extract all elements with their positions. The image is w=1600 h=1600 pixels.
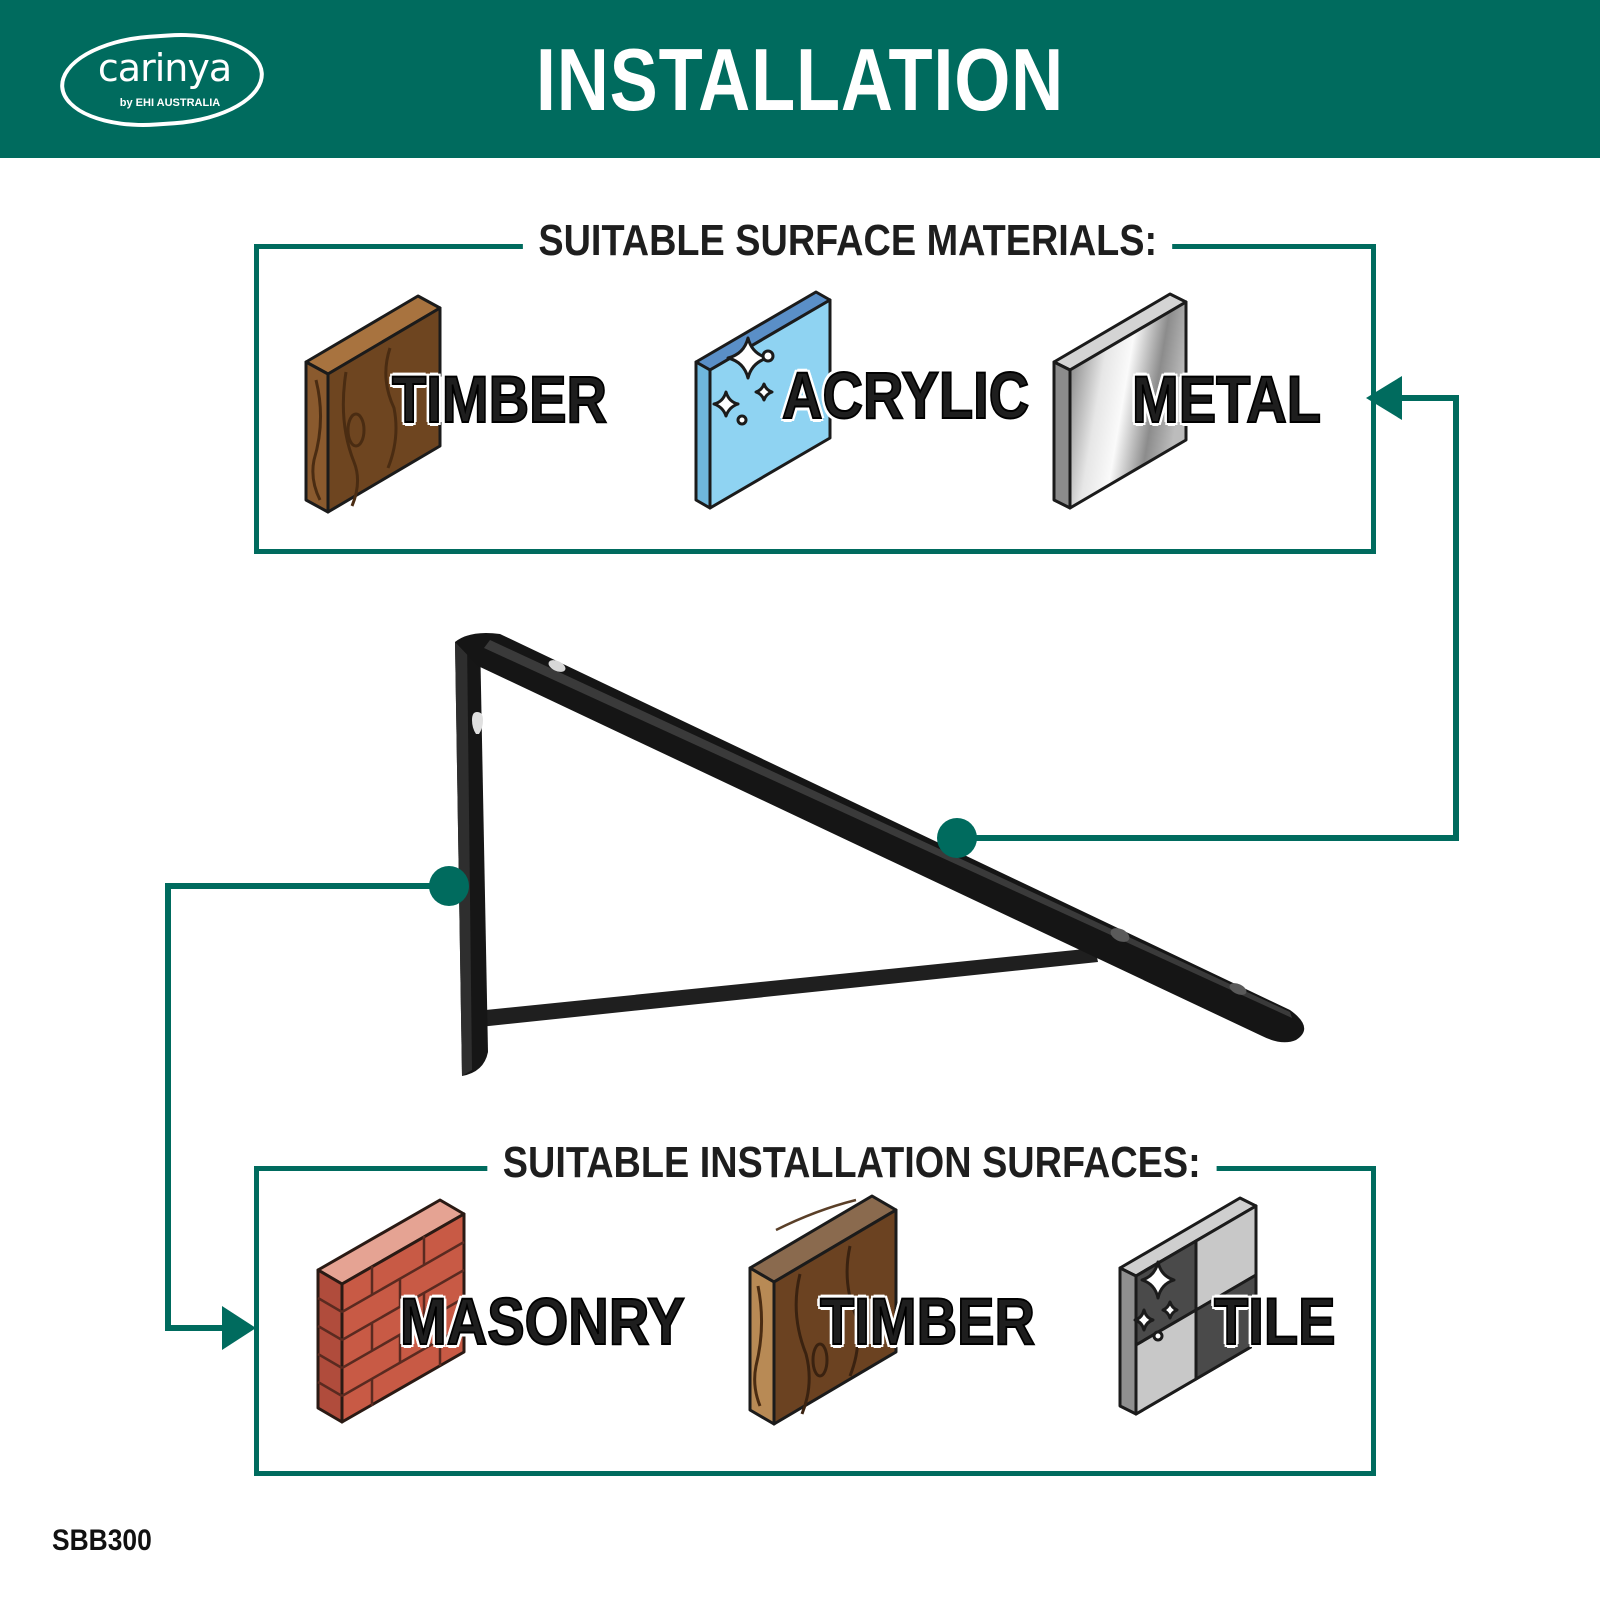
material-label-metal: METAL — [1131, 362, 1322, 436]
arrow-head-surfaces — [222, 1306, 256, 1350]
surface-label-tile: TILE — [1213, 1284, 1336, 1358]
brick-wall-icon — [316, 1198, 466, 1424]
connector-to-surfaces — [165, 883, 447, 1331]
material-label-acrylic: ACRYLIC — [781, 358, 1030, 432]
acrylic-panel-icon — [694, 290, 832, 510]
dot-material-connector — [937, 818, 977, 858]
arrow-head-materials — [1366, 376, 1402, 420]
metal-panel-icon — [1052, 292, 1188, 510]
shelf-bracket — [455, 633, 1305, 1076]
logo-wordmark: carinya — [97, 46, 232, 90]
header-banner: carinya by EHI AUSTRALIA INSTALLATION — [0, 0, 1600, 158]
material-label-timber: TIMBER — [391, 362, 608, 436]
surface-label-masonry: MASONRY — [399, 1284, 685, 1358]
materials-title: SUITABLE SURFACE MATERIALS: — [522, 216, 1173, 266]
page-title: INSTALLATION — [535, 30, 1065, 129]
logo-subtitle: by EHI AUSTRALIA — [119, 97, 221, 109]
surface-label-timber: TIMBER — [819, 1284, 1036, 1358]
surfaces-title: SUITABLE INSTALLATION SURFACES: — [487, 1138, 1217, 1188]
timber-block-icon — [304, 294, 442, 514]
dot-surface-connector — [429, 866, 469, 906]
product-code: SBB300 — [52, 1524, 152, 1557]
timber-block-icon — [748, 1194, 898, 1426]
connector-to-materials — [955, 395, 1459, 841]
tile-panel-icon — [1118, 1196, 1258, 1416]
brand-logo: carinya by EHI AUSTRALIA — [57, 26, 267, 134]
